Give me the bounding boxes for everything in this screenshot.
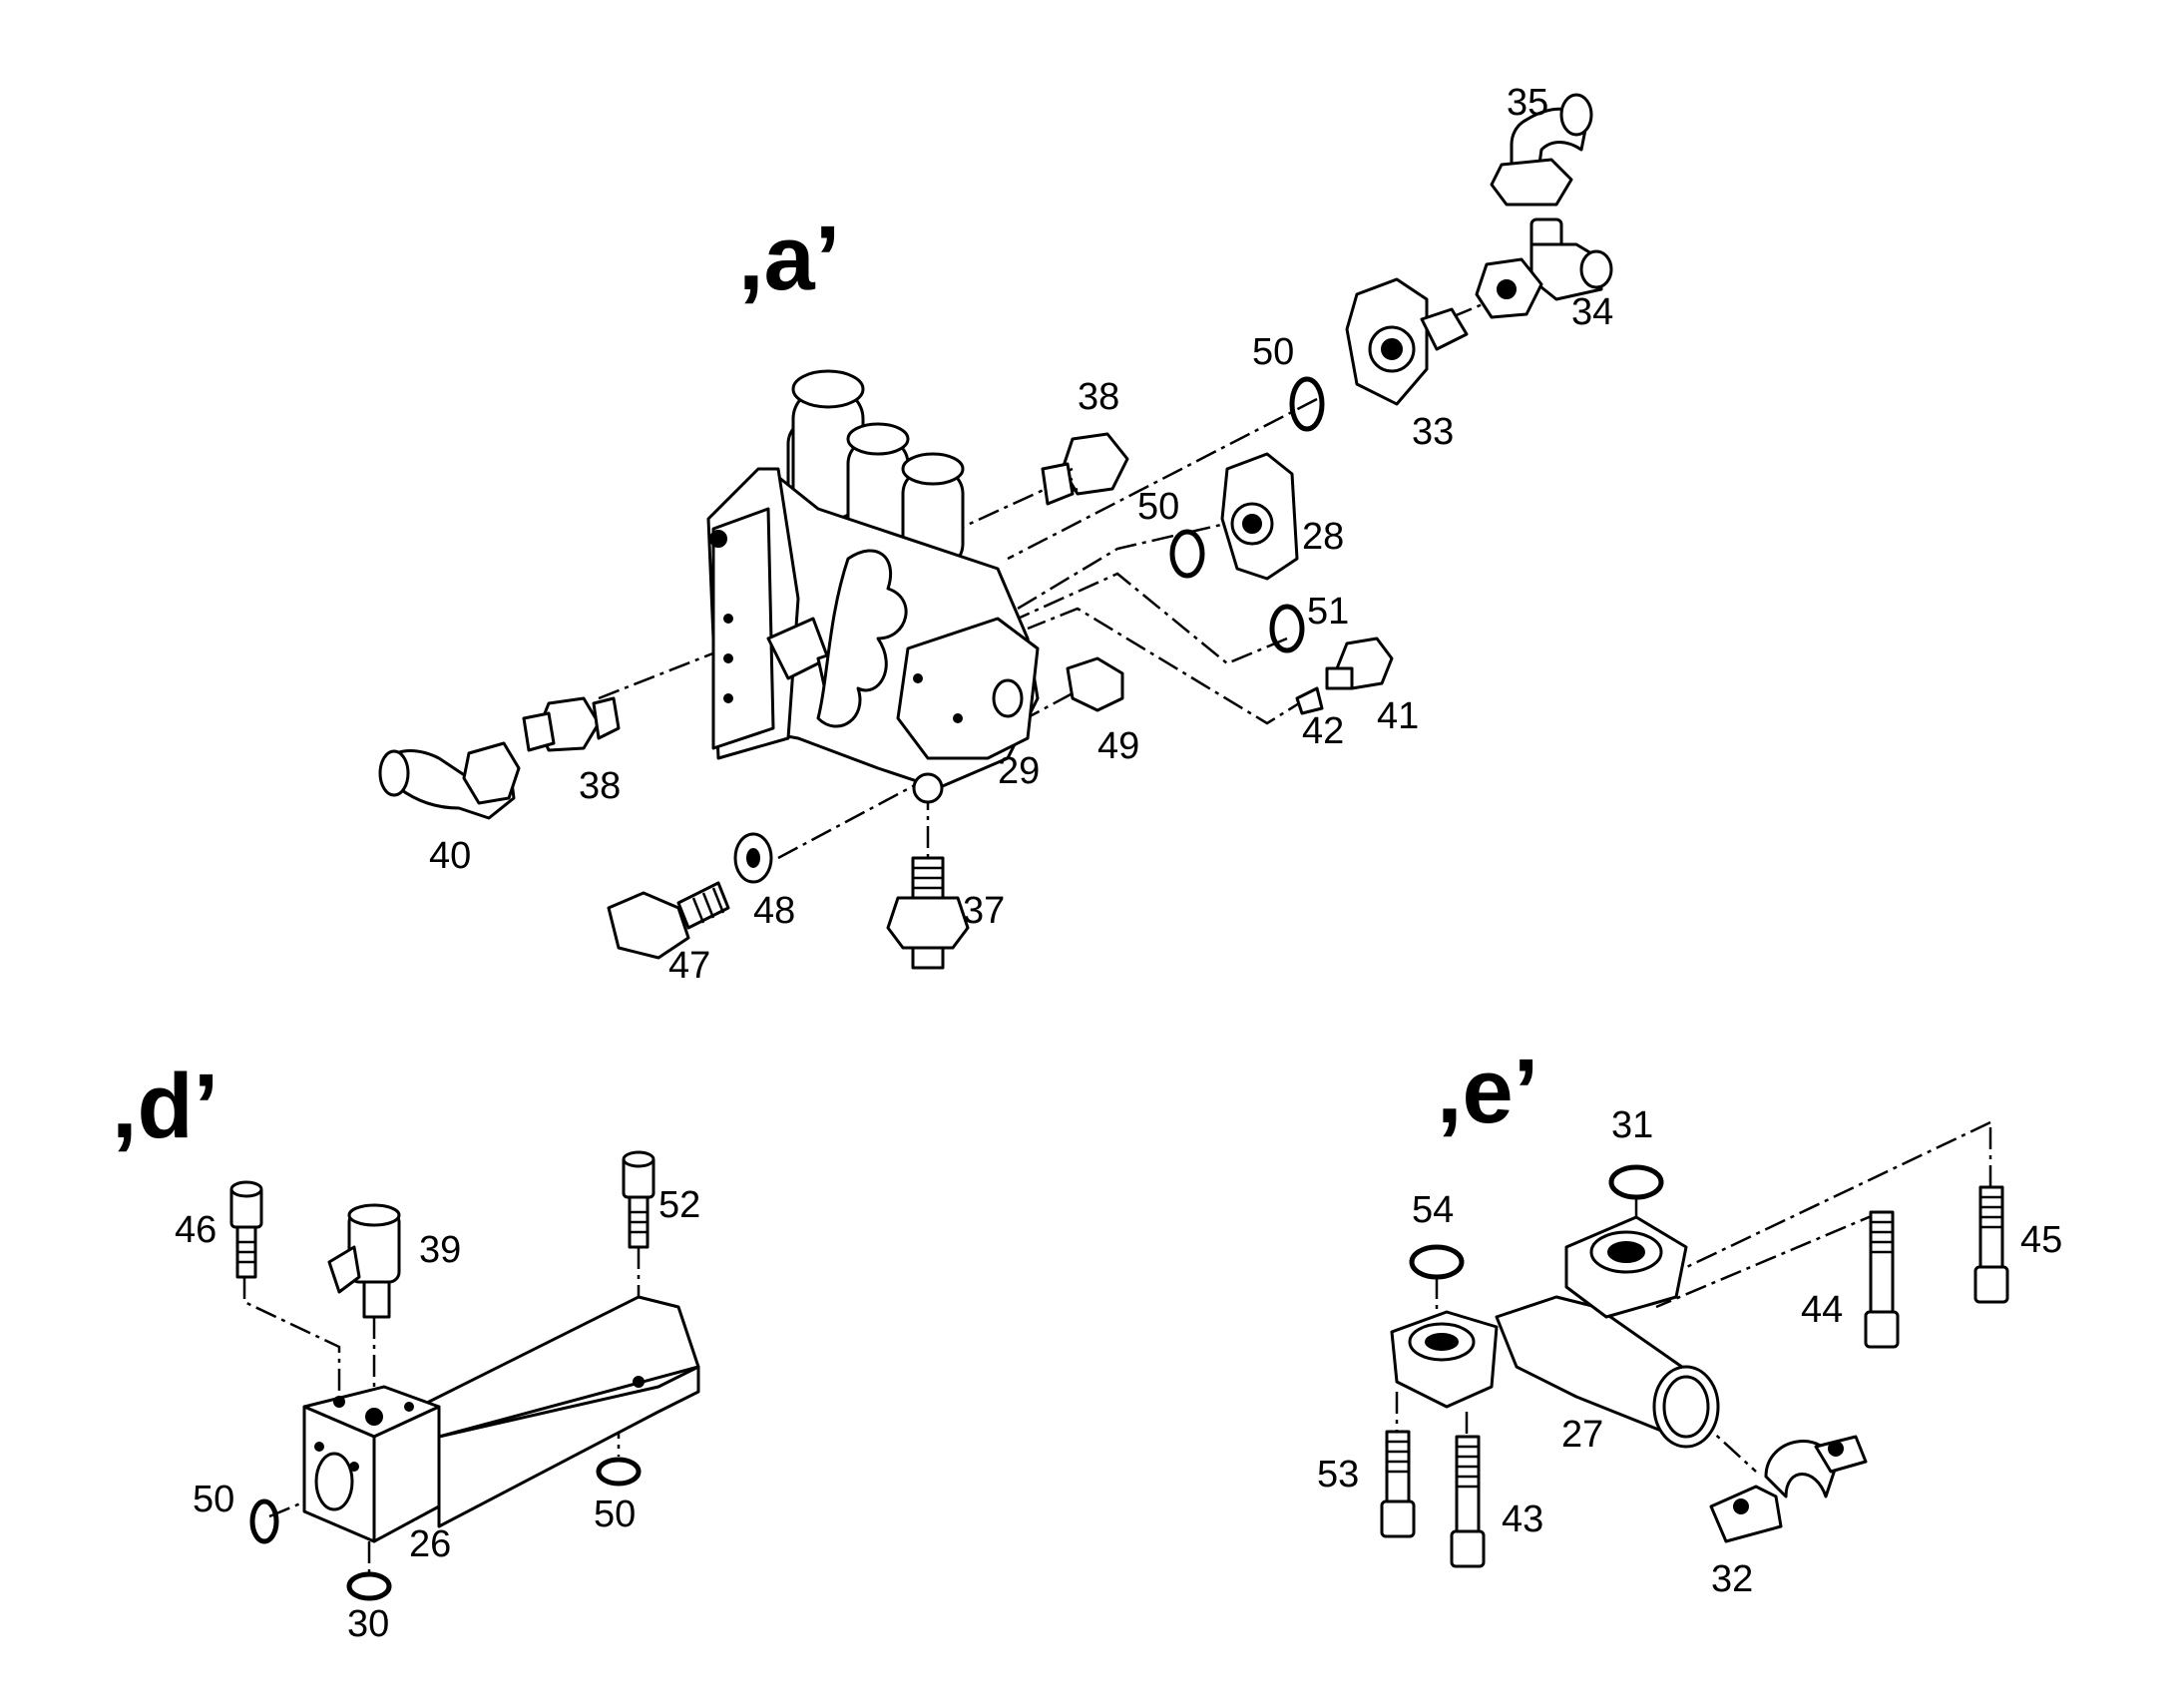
bolt-53 (1380, 1430, 1416, 1538)
clamp-32 (1709, 1435, 1868, 1543)
label-34: 34 (1571, 291, 1613, 333)
label-54: 54 (1412, 1189, 1454, 1231)
label-31: 31 (1611, 1104, 1653, 1146)
fitting-39 (327, 1203, 401, 1319)
nut-49 (1066, 656, 1124, 712)
bolt-46 (229, 1180, 263, 1279)
o-ring-30 (346, 1571, 392, 1601)
section-e-title: ,e’ (1437, 1041, 1538, 1142)
label-27: 27 (1561, 1414, 1603, 1456)
elbow-40 (378, 741, 521, 820)
label-45: 45 (2020, 1219, 2062, 1261)
bolt-43 (1450, 1435, 1486, 1568)
washer-48 (733, 832, 773, 884)
o-ring-50-mid (1169, 529, 1205, 579)
leader-e-44 (1655, 1210, 1882, 1309)
o-ring-51 (1269, 604, 1305, 653)
cover-28 (1220, 452, 1299, 581)
section-d-title: ,d’ (112, 1056, 218, 1157)
fitting-38-left (522, 696, 621, 752)
o-ring-54 (1409, 1244, 1465, 1280)
leader-a-48 (777, 776, 929, 860)
o-ring-50-top (1289, 376, 1325, 432)
label-50-a1: 50 (1252, 331, 1294, 373)
o-ring-31 (1608, 1164, 1664, 1200)
label-50-d1: 50 (193, 1479, 234, 1520)
label-32: 32 (1711, 1558, 1753, 1600)
label-50-a2: 50 (1137, 486, 1179, 528)
fitting-38-top (1041, 432, 1129, 506)
leader-a-42 (1027, 607, 1308, 725)
leader-a-49 (1007, 691, 1074, 730)
bracket-26 (302, 1295, 700, 1543)
fitting-35-elbow (1490, 93, 1593, 207)
label-37: 37 (963, 890, 1005, 932)
section-a-title: ,a’ (738, 208, 840, 309)
label-38-left: 38 (579, 765, 621, 807)
label-30: 30 (347, 1603, 389, 1645)
label-49: 49 (1097, 725, 1139, 767)
valve-block-body (706, 369, 1040, 804)
section-a-assembly: ,a’ (378, 82, 1613, 987)
label-53: 53 (1317, 1454, 1359, 1495)
fitting-37 (886, 856, 970, 970)
label-52: 52 (658, 1184, 700, 1226)
leader-e-45-long (1675, 1120, 1991, 1274)
label-33: 33 (1412, 411, 1454, 453)
bolt-44 (1864, 1210, 1900, 1349)
leader-a-51 (1017, 572, 1288, 665)
o-ring-50-d-left (249, 1498, 279, 1544)
label-26: 26 (409, 1523, 451, 1565)
label-40: 40 (429, 835, 471, 877)
label-28: 28 (1302, 516, 1344, 558)
label-50-d2: 50 (594, 1494, 636, 1535)
housing-27 (1390, 1215, 1720, 1449)
bolt-47 (607, 881, 730, 960)
section-d-assembly: ,d’ (112, 1056, 700, 1645)
label-35: 35 (1507, 82, 1548, 124)
label-39: 39 (419, 1229, 461, 1271)
flange-33 (1345, 277, 1469, 406)
bolt-52 (622, 1150, 655, 1249)
leader-a-50-top (1007, 397, 1318, 561)
label-51: 51 (1307, 591, 1349, 633)
o-ring-50-d-right (596, 1457, 642, 1487)
bolt-45 (1973, 1185, 2009, 1304)
fitting-34-tee (1475, 217, 1613, 319)
label-38-top: 38 (1078, 376, 1119, 418)
label-42: 42 (1302, 710, 1344, 752)
label-44: 44 (1801, 1289, 1843, 1331)
leader-d-46 (242, 1277, 341, 1392)
label-47: 47 (668, 945, 710, 987)
label-41: 41 (1377, 695, 1419, 737)
label-48: 48 (753, 890, 795, 932)
cone-42 (1295, 686, 1324, 715)
label-43: 43 (1502, 1498, 1543, 1540)
section-e-assembly: ,e’ (1317, 1041, 2062, 1600)
leader-a-28 (1017, 517, 1248, 611)
label-29: 29 (998, 750, 1040, 792)
label-46: 46 (175, 1209, 217, 1251)
plug-41 (1325, 637, 1394, 690)
